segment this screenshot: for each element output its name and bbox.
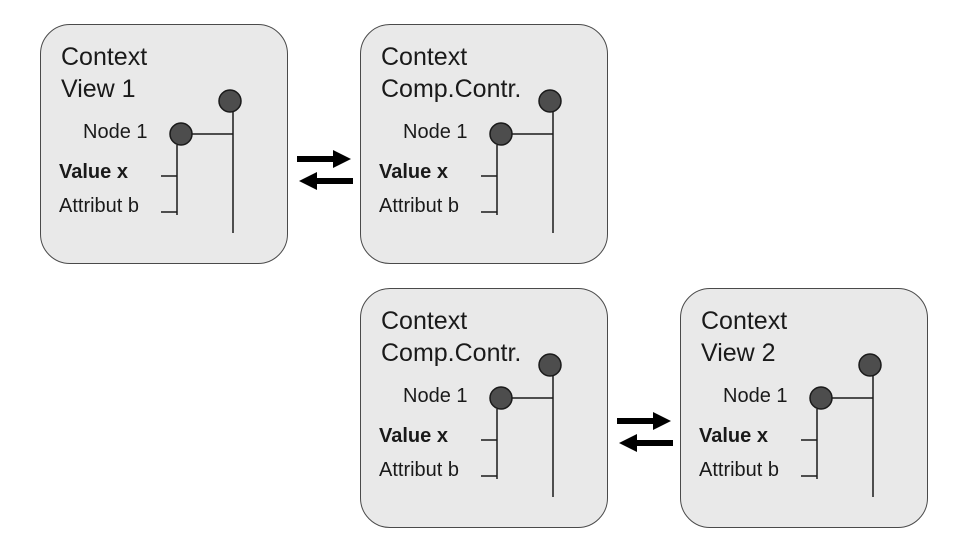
context-box-view-2: Context View 2 Node 1 Value x Attribut b [680, 288, 928, 528]
arrow-left-icon [619, 434, 673, 452]
context-title-line2: View 1 [61, 75, 136, 103]
root-node-circle [538, 353, 562, 377]
node-1-circle [809, 386, 833, 410]
context-title-line1: Context [381, 43, 468, 71]
attribute-label: Attribut b [59, 195, 140, 217]
context-tree [161, 89, 242, 233]
context-tree [481, 353, 562, 497]
context-title-line2: Comp.Contr. [381, 339, 522, 367]
context-title-line1: Context [61, 43, 148, 71]
node-label: Node 1 [83, 121, 148, 143]
root-node-circle [218, 89, 242, 113]
value-label: Value x [699, 425, 768, 447]
context-title-line2: Comp.Contr. [381, 75, 522, 103]
attribute-label: Attribut b [379, 195, 460, 217]
context-title: Context Comp.Contr. [381, 305, 521, 369]
bidirectional-arrows-icon [617, 412, 673, 452]
attribute-label: Attribut b [379, 459, 460, 481]
node-label: Node 1 [403, 385, 468, 407]
context-box-view-1: Context View 1 Node 1 Value x Attribut b [40, 24, 288, 264]
context-tree [801, 353, 882, 497]
node-label: Node 1 [403, 121, 468, 143]
context-title-line1: Context [701, 307, 788, 335]
context-box-comp-contr-2: Context Comp.Contr. Node 1 Value x Attri… [360, 288, 608, 528]
bidirectional-arrows-icon [297, 150, 353, 190]
context-title: Context View 1 [61, 41, 147, 105]
node-1-circle [489, 386, 513, 410]
value-label: Value x [379, 425, 448, 447]
arrow-right-icon [617, 412, 671, 430]
node-1-circle [169, 122, 193, 146]
arrow-left-icon [299, 172, 353, 190]
value-label: Value x [379, 161, 448, 183]
context-title: Context Comp.Contr. [381, 41, 521, 105]
context-title-line2: View 2 [701, 339, 776, 367]
node-1-circle [489, 122, 513, 146]
attribute-label: Attribut b [699, 459, 780, 481]
context-title: Context View 2 [701, 305, 787, 369]
root-node-circle [858, 353, 882, 377]
context-box-comp-contr-1: Context Comp.Contr. Node 1 Value x Attri… [360, 24, 608, 264]
context-title-line1: Context [381, 307, 468, 335]
node-label: Node 1 [723, 385, 788, 407]
value-label: Value x [59, 161, 128, 183]
root-node-circle [538, 89, 562, 113]
context-tree [481, 89, 562, 233]
arrow-right-icon [297, 150, 351, 168]
